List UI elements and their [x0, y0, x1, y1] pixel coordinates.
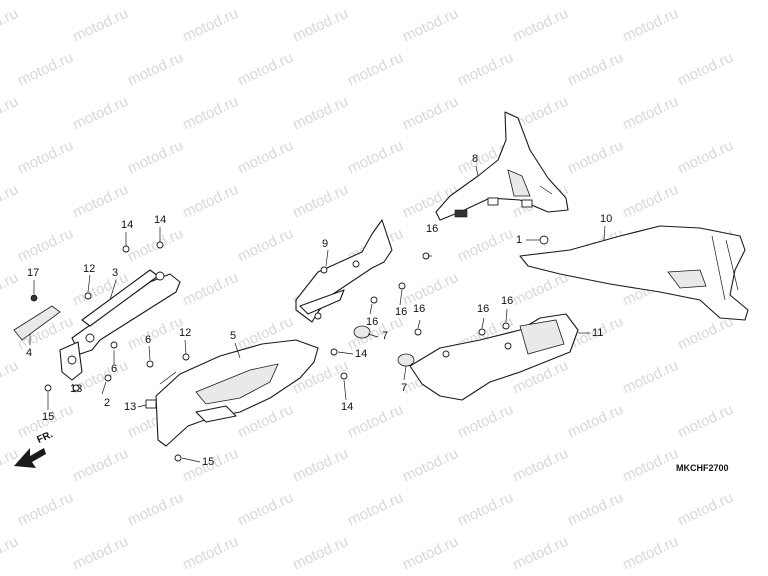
part-11-cover — [409, 313, 579, 401]
callout-15-a: 15 — [42, 411, 55, 423]
callout-1: 1 — [516, 234, 523, 246]
front-direction-arrow-icon — [14, 448, 46, 468]
part-5-cover — [155, 339, 319, 447]
callout-15-b: 15 — [202, 456, 215, 468]
part-3-rail — [59, 269, 181, 381]
diagram-code: MKCHF2700 — [676, 463, 729, 473]
callout-16-d: 16 — [413, 303, 426, 315]
callout-16-b: 16 — [366, 316, 379, 328]
callout-14-c: 14 — [355, 348, 368, 360]
part-8-cover — [435, 111, 569, 221]
callout-12-b: 12 — [179, 327, 192, 339]
callout-12-a: 12 — [83, 263, 96, 275]
callout-11: 11 — [592, 327, 604, 339]
callout-7-a: 7 — [382, 330, 389, 342]
callout-5: 5 — [230, 330, 237, 342]
callout-13-b: 13 — [124, 401, 137, 413]
callout-16-a: 16 — [426, 223, 439, 235]
callout-14-b: 14 — [154, 214, 167, 226]
part-10-cowl — [519, 225, 749, 321]
hardware — [30, 235, 549, 462]
callout-16-f: 16 — [501, 295, 514, 307]
callout-4: 4 — [26, 347, 33, 359]
callout-16-c: 16 — [395, 306, 408, 318]
callout-3: 3 — [112, 267, 119, 279]
leader-lines — [29, 165, 606, 463]
part-4-reflector — [13, 294, 61, 341]
callout-14-a: 14 — [121, 219, 134, 231]
callout-9: 9 — [322, 238, 329, 250]
callout-7-b: 7 — [401, 382, 408, 394]
callout-2: 2 — [104, 397, 111, 409]
callout-6-b: 6 — [111, 363, 118, 375]
callout-17: 17 — [27, 267, 40, 279]
callout-13-a: 13 — [70, 383, 83, 395]
callout-8: 8 — [472, 153, 479, 165]
part-9-bracket — [295, 219, 393, 323]
callout-16-e: 16 — [477, 303, 490, 315]
callout-14-d: 14 — [341, 401, 354, 413]
callout-6-a: 6 — [145, 334, 152, 346]
callout-10: 10 — [600, 213, 613, 225]
